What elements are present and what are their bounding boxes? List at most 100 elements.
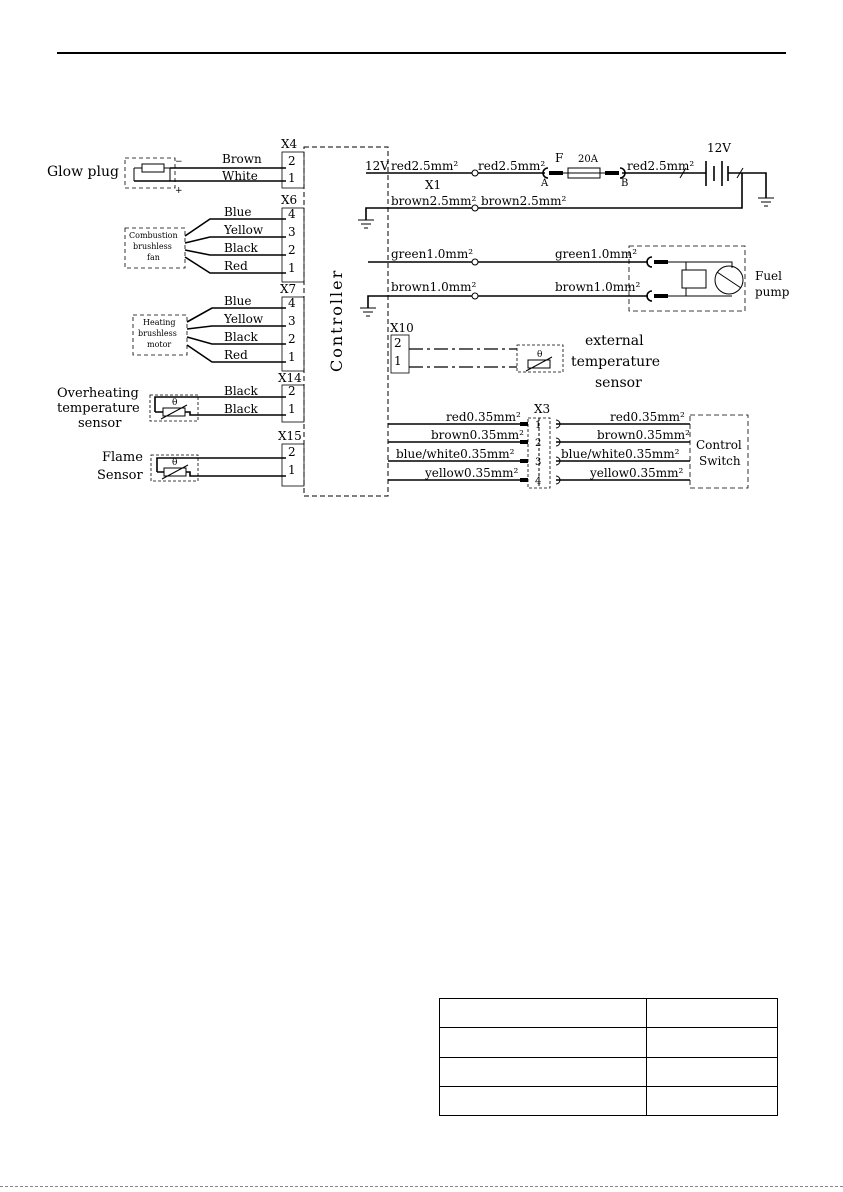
table-cell — [646, 1056, 778, 1087]
x14-wire-1 — [155, 411, 286, 416]
x15-connector — [281, 443, 305, 487]
x14-pin-2: 2 — [288, 384, 296, 398]
x6-pin-2: 2 — [288, 243, 296, 257]
fuel-pump-label-2: pump — [755, 285, 790, 299]
x10-connector-name: X10 — [390, 321, 414, 335]
fuel-pump-label-1: Fuel — [755, 269, 782, 283]
x3-pin-2: 2 — [535, 438, 541, 449]
x6-wire-label-2: Yellow — [223, 223, 264, 237]
fuse-a-label: A — [540, 178, 549, 189]
glow-plug-box — [124, 157, 176, 189]
x4-wire-label-2: White — [222, 169, 258, 183]
pump-coil-icon — [681, 269, 707, 289]
table-cell — [646, 1085, 778, 1117]
external-sensor-label-1: external — [585, 333, 644, 349]
combustion-fan-box — [124, 227, 186, 269]
x15-wire-2 — [156, 457, 286, 472]
x6-wire-blue — [184, 218, 286, 237]
fuse-contact-b — [605, 171, 619, 175]
fuse-label: F — [555, 151, 563, 165]
switch-right-label-2: brown0.35mm² — [597, 428, 690, 442]
table-cell — [439, 1027, 647, 1058]
overheat-sensor-label-3: sensor — [78, 416, 122, 431]
x6-connector-name: X6 — [281, 193, 297, 207]
x7-wire-red — [186, 344, 286, 363]
x4-connector-name: X4 — [281, 137, 298, 151]
table-cell — [439, 997, 647, 1029]
table-row — [439, 997, 778, 1029]
spec-table — [439, 997, 778, 1117]
controller-label: Controller — [327, 269, 346, 372]
fuse-contact-a — [549, 171, 563, 175]
power-red-label-2: red2.5mm² — [478, 159, 545, 173]
x14-connector — [281, 384, 305, 423]
switch-left-label-3: blue/white0.35mm² — [396, 447, 515, 461]
x3-connector-name: X3 — [534, 402, 550, 416]
external-theta: θ — [537, 350, 542, 360]
x6-pin-4: 4 — [288, 207, 296, 221]
x4-pin-1: 1 — [288, 171, 296, 185]
switch-right-label-4: yellow0.35mm² — [589, 466, 684, 480]
x6-pin-3: 3 — [288, 225, 296, 239]
x7-pin-4: 4 — [288, 296, 296, 310]
x6-connector — [281, 207, 305, 283]
table-cell — [646, 997, 778, 1029]
power-red-label-3: red2.5mm² — [627, 159, 694, 173]
fuse-holder-a — [542, 167, 549, 179]
pump-brown-wire — [367, 295, 648, 308]
combustion-fan-label-1: Combustion — [129, 231, 178, 240]
x7-wire-label-1: Blue — [224, 294, 252, 308]
x6-wire-black — [184, 249, 286, 256]
x14-pin-1: 1 — [288, 402, 296, 416]
fuse-b-label: B — [621, 178, 628, 189]
x6-wire-label-1: Blue — [224, 205, 252, 219]
x14-wire-label-1: Black — [224, 384, 259, 398]
x15-wire-1 — [157, 471, 286, 477]
combustion-fan-label-3: fan — [147, 253, 160, 262]
footer-rule — [0, 1186, 843, 1187]
flame-sensor-box — [150, 454, 199, 482]
x14-wire-2 — [154, 396, 286, 412]
flame-sensor-label-2: Sensor — [97, 468, 143, 483]
controller-box — [303, 146, 389, 497]
heating-motor-box — [132, 314, 188, 356]
fuse-rating: 20A — [578, 154, 599, 165]
power-brown-wire — [365, 173, 743, 220]
flame-theta: θ — [172, 458, 177, 468]
combustion-fan-label-2: brushless — [133, 242, 172, 251]
overheat-theta: θ — [172, 398, 177, 408]
x15-connector-name: X15 — [278, 429, 302, 443]
glow-plug-plus: + — [175, 186, 183, 196]
x7-wire-blue — [186, 307, 286, 323]
pump-brown-label-2: brown1.0mm² — [555, 280, 640, 294]
table-cell — [439, 1056, 647, 1087]
x6-wire-yellow — [184, 236, 286, 244]
x7-pin-1: 1 — [288, 350, 296, 364]
table-row — [439, 1056, 778, 1087]
switch-left-label-2: brown0.35mm² — [431, 428, 524, 442]
x7-connector-name: X7 — [280, 282, 296, 296]
external-sensor-label-3: sensor — [595, 375, 642, 391]
external-thermistor-icon — [527, 359, 551, 369]
ground-icon-battery — [758, 197, 774, 207]
switch-left-label-4: yellow0.35mm² — [424, 466, 519, 480]
pump-green-label-2: green1.0mm² — [555, 247, 637, 261]
external-sensor-label-2: temperature — [571, 354, 660, 370]
glow-plug-resistor-icon — [141, 163, 165, 173]
switch-right-label-3: blue/white0.35mm² — [561, 447, 680, 461]
battery-to-ground — [728, 172, 767, 198]
table-cell — [646, 1027, 778, 1058]
control-switch-box — [689, 414, 749, 489]
glow-plug-label: Glow plug — [47, 164, 119, 180]
x4-pin-2: 2 — [288, 154, 296, 168]
x7-wire-label-4: Red — [224, 348, 248, 362]
table-row — [439, 1085, 778, 1117]
power-brown-label-1: brown2.5mm² — [391, 194, 476, 208]
x7-pin-3: 3 — [288, 314, 296, 328]
fuel-pump-box — [628, 245, 746, 312]
heating-motor-label-1: Heating — [143, 318, 176, 327]
x15-pin-2: 2 — [288, 445, 296, 459]
overheat-sensor-label-2: temperature — [57, 401, 140, 416]
x14-connector-name: X14 — [278, 371, 302, 385]
